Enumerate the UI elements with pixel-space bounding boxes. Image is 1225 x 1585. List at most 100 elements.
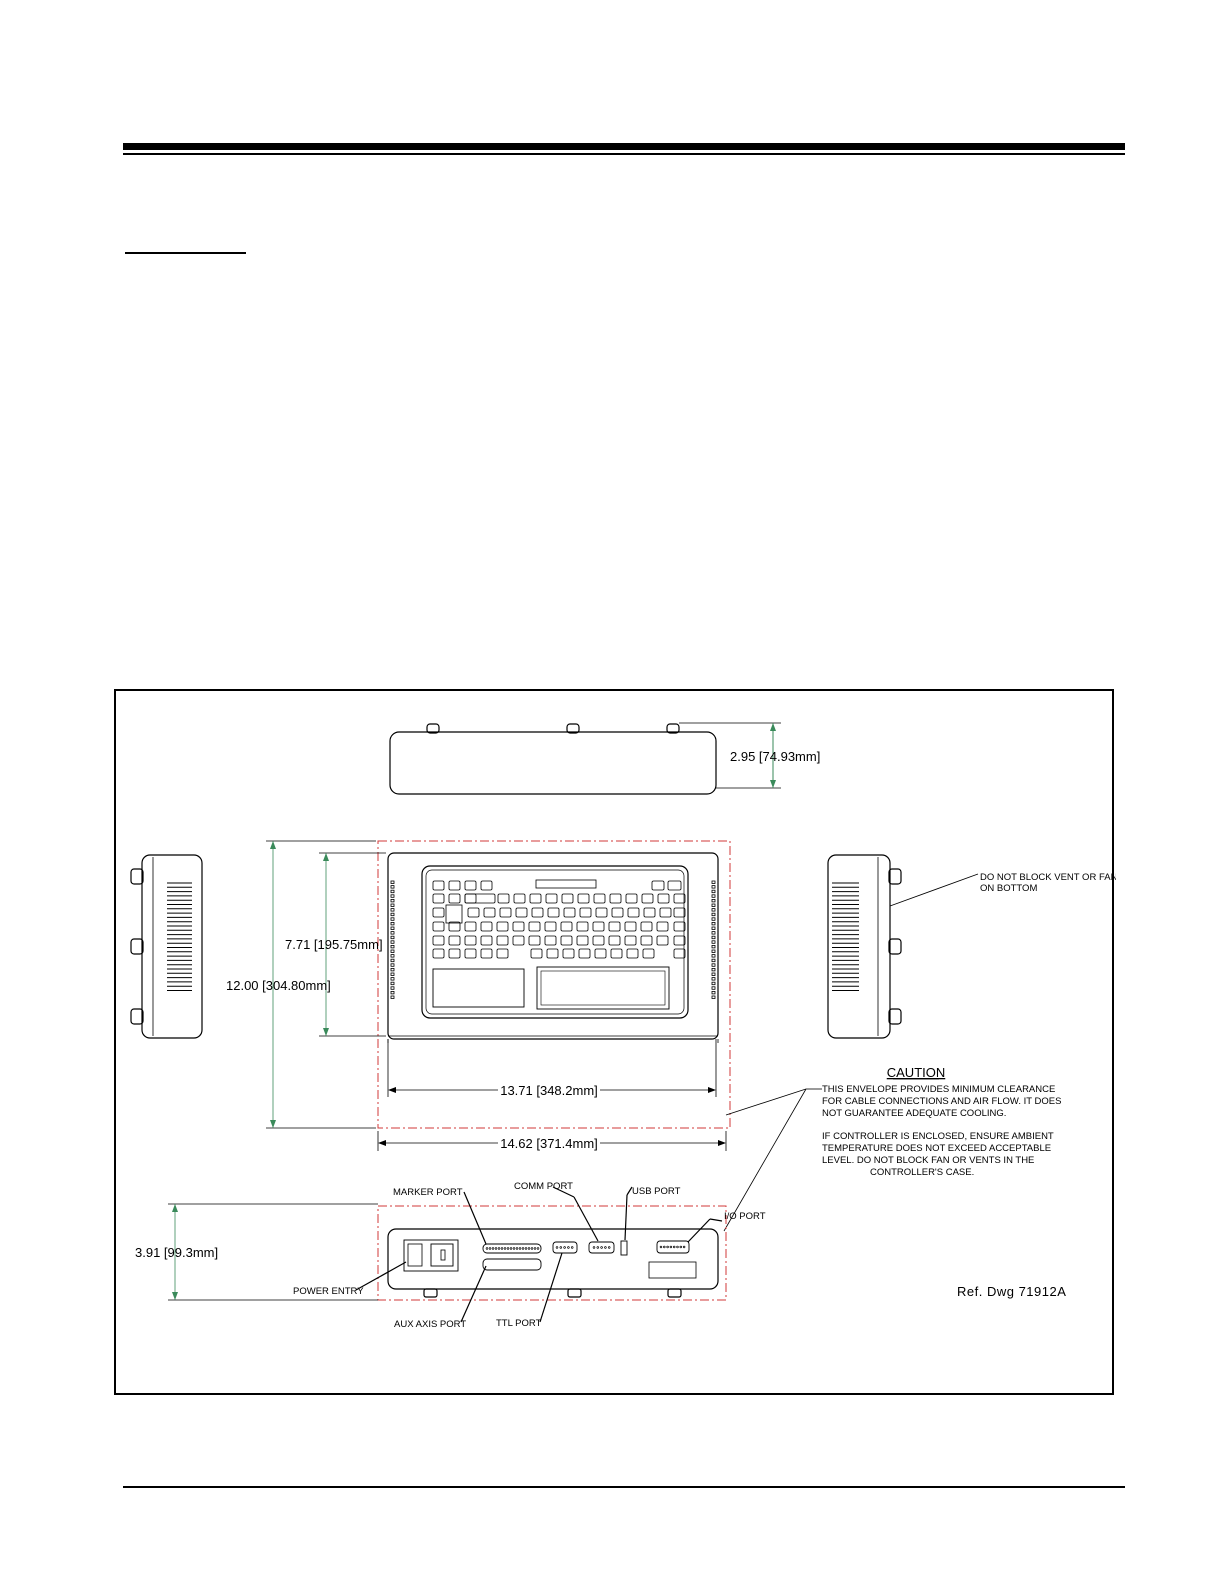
keyboard-key [640,935,653,946]
keyboard-key [432,948,445,959]
vent-dot [711,908,716,912]
vent-dot [390,967,395,972]
vent-dot [711,981,716,986]
keyboard-key [592,935,605,946]
keyboard-key [642,948,655,959]
keyboard-key [608,921,621,932]
vent-dot [390,903,395,907]
keyboard-key [594,948,607,959]
caution-line-3: NOT GUARANTEE ADEQUATE COOLING. [822,1108,1006,1119]
caution-line-5: TEMPERATURE DOES NOT EXCEED ACCEPTABLE [822,1143,1051,1154]
section-underline [125,252,246,254]
connector-pin [521,1247,525,1250]
keyboard-key [595,907,608,918]
keyboard-key [640,921,653,932]
connector-pin [527,1247,531,1250]
vent-dot [711,921,716,926]
vent-dot [711,986,716,990]
dim-label-keyboard-height: 7.71 [195.75mm] [285,937,383,952]
dim-label-envelope-height: 12.00 [304.80mm] [226,978,331,993]
label-io-port: I/O PORT [724,1211,766,1222]
vent-note-line2: ON BOTTOM [980,883,1037,894]
connector-pin [672,1245,676,1249]
vent-dot [711,880,716,884]
vent-dot [711,949,716,953]
caution-line-4: IF CONTROLLER IS ENCLOSED, ENSURE AMBIEN… [822,1131,1054,1142]
vent-note-line1: DO NOT BLOCK VENT OR FAN [980,872,1116,883]
caution-leaders [723,1088,822,1232]
vent-dot [390,912,395,917]
connector-pin [563,1246,566,1249]
connector-pin [567,1246,570,1249]
keyboard-key [576,921,589,932]
keyboard-key [512,935,525,946]
keyboard-key [544,921,557,932]
keyboard-key [512,921,525,932]
keyboard-key [673,907,686,918]
keyboard-key [467,907,480,918]
right-side-view [827,854,979,1039]
vent-dot [390,949,395,953]
connector-pin [596,1246,600,1249]
reference-drawing-number: Ref. Dwg 71912A [957,1284,1066,1299]
connector-pin [485,1247,489,1250]
connector-pin [524,1247,528,1250]
vent-dot [711,958,716,963]
keyboard-key [673,921,686,932]
keyboard-key [610,948,623,959]
keyboard-key [464,948,477,959]
vent-dot [711,917,716,921]
left-side-view [130,854,203,1039]
keyboard-key [464,921,477,932]
vent-dot [711,967,716,972]
vent-dot [390,958,395,963]
connector-pin [503,1247,507,1250]
connector-pin [500,1247,504,1250]
keyboard-key [530,948,543,959]
vent-dot [711,944,716,949]
keyboard-key [577,893,590,904]
keyboard-key [528,935,541,946]
vent-dot [390,889,395,894]
label-marker-port: MARKER PORT [393,1187,463,1198]
caution-line-1: THIS ENVELOPE PROVIDES MINIMUM CLEARANCE [822,1084,1055,1095]
label-ttl-port: TTL PORT [496,1318,542,1329]
keyboard-key [499,907,512,918]
connector-pin [530,1247,534,1250]
connector-pin [669,1245,673,1249]
caution-line-6: LEVEL. DO NOT BLOCK FAN OR VENTS IN THE [822,1155,1034,1166]
vent-dot [711,903,716,907]
keyboard-key [448,921,461,932]
connector-pin [559,1246,563,1249]
keyboard-key [592,921,605,932]
keyboard-key [480,921,493,932]
vent-dot [711,935,716,940]
header-rule-thick [123,143,1125,150]
vent-dot [390,894,395,898]
keyboard-key [496,948,509,959]
keyboard-key [561,893,574,904]
keyboard-key [531,907,544,918]
caution-title: CAUTION [887,1065,946,1080]
connector-pin [488,1247,492,1250]
vent-dot [390,926,395,930]
dim-label-body-width: 13.71 [348.2mm] [500,1083,598,1098]
vent-dot [711,940,716,944]
keyboard-key [609,893,622,904]
vent-dot [390,898,395,903]
keyboard-key [659,907,672,918]
keyboard-key [528,921,541,932]
vent-dot [390,931,395,935]
keyboard-key [464,893,496,904]
vent-dot [390,995,395,999]
dim-keyboard-height [319,852,386,1037]
keyboard-key [627,907,640,918]
vent-dot [390,990,395,995]
vent-dot [390,954,395,958]
keyboard-key [432,907,445,918]
vent-dot [390,885,395,889]
label-usb-port: USB PORT [632,1186,681,1197]
vent-dot [711,954,716,958]
connector-pin [518,1247,522,1250]
keyboard-key [497,893,510,904]
